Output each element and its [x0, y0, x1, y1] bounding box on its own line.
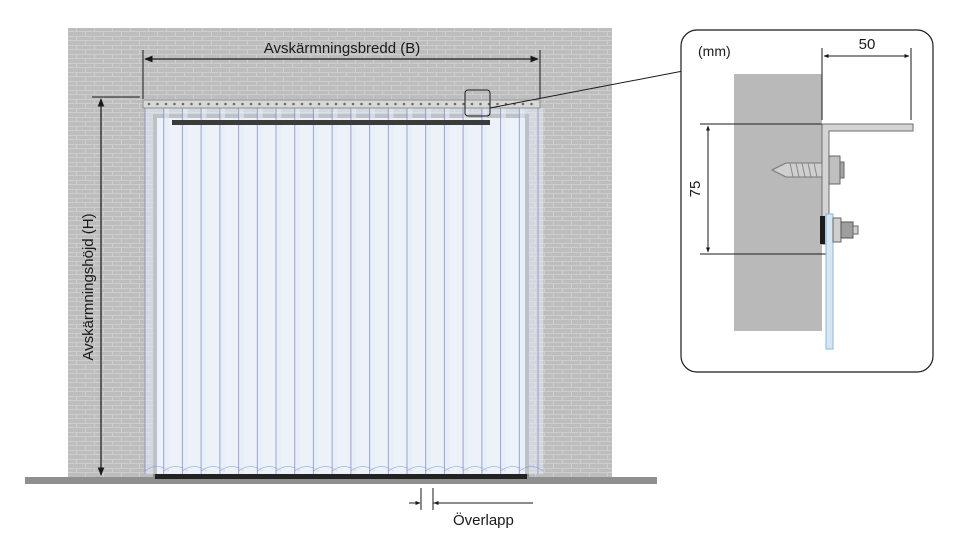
height-label: Avskärmningshöjd (H)	[80, 213, 97, 360]
screw-washer	[839, 161, 845, 179]
rail-hole	[232, 102, 236, 106]
screw-nut	[828, 155, 841, 185]
detail-marker	[464, 89, 491, 117]
rail-holes	[147, 102, 533, 106]
rail-hole	[292, 102, 295, 106]
dim-75-label: 75	[687, 181, 704, 198]
rail-hole	[479, 102, 482, 106]
pvc-strip	[500, 108, 525, 474]
detail-wall	[734, 74, 822, 331]
rail-hole	[496, 102, 499, 106]
clamp-washer-back	[820, 216, 825, 244]
rail-hole	[300, 102, 304, 106]
dim-50-label: 50	[859, 36, 876, 53]
rail-hole	[334, 102, 338, 106]
rail-hole	[343, 102, 346, 106]
clamp-nut	[840, 221, 854, 239]
rail-hole	[283, 102, 287, 106]
rail-hole	[309, 102, 312, 106]
rail-hole	[147, 102, 151, 106]
rail-hole	[436, 102, 440, 106]
clamp-washer-front	[832, 217, 842, 243]
rail-hole	[402, 102, 406, 106]
detail-leader	[489, 70, 684, 109]
rail-hole	[317, 102, 321, 106]
mounting-rail	[142, 99, 541, 109]
rail-hole	[173, 102, 176, 106]
rail-hole	[164, 102, 168, 106]
rail-hole	[453, 102, 457, 106]
rail-hole	[190, 102, 193, 106]
rail-hole	[394, 102, 397, 106]
overlap-label: Överlapp	[453, 511, 514, 529]
threshold	[155, 474, 527, 479]
rail-hole	[419, 102, 423, 106]
rail-hole	[224, 102, 227, 106]
rail-hole	[411, 102, 414, 106]
width-label: Avskärmningsbredd (B)	[264, 40, 420, 57]
rail-hole	[258, 102, 261, 106]
rail-hole	[181, 102, 185, 106]
rail-hole	[445, 102, 448, 106]
rail-hole	[377, 102, 380, 106]
pvc-strips	[144, 108, 544, 474]
rail-hole	[360, 102, 363, 106]
rail-hole	[275, 102, 278, 106]
clamp-bolt-tip	[852, 225, 859, 235]
rail-hole	[249, 102, 253, 106]
rail-hole	[470, 102, 474, 106]
rail-hole	[530, 102, 533, 106]
rail-hole	[521, 102, 525, 106]
unit-label: (mm)	[698, 43, 731, 59]
rail-hole	[326, 102, 329, 106]
rail-hole	[428, 102, 431, 106]
rail-hole	[207, 102, 210, 106]
rail-hole	[215, 102, 219, 106]
rail-hole	[266, 102, 270, 106]
rail-hole	[156, 102, 159, 106]
detail-strip	[825, 213, 834, 350]
rail-hole	[385, 102, 389, 106]
rail-hole	[198, 102, 202, 106]
rail-hole	[351, 102, 355, 106]
strip-bottom-wave	[519, 466, 544, 472]
rail-hole	[462, 102, 465, 106]
mounting-band	[172, 120, 490, 125]
pvc-strip	[519, 108, 544, 474]
rail-hole	[368, 102, 372, 106]
rail-hole	[241, 102, 244, 106]
screw-thread	[789, 162, 818, 178]
floor	[25, 477, 657, 484]
